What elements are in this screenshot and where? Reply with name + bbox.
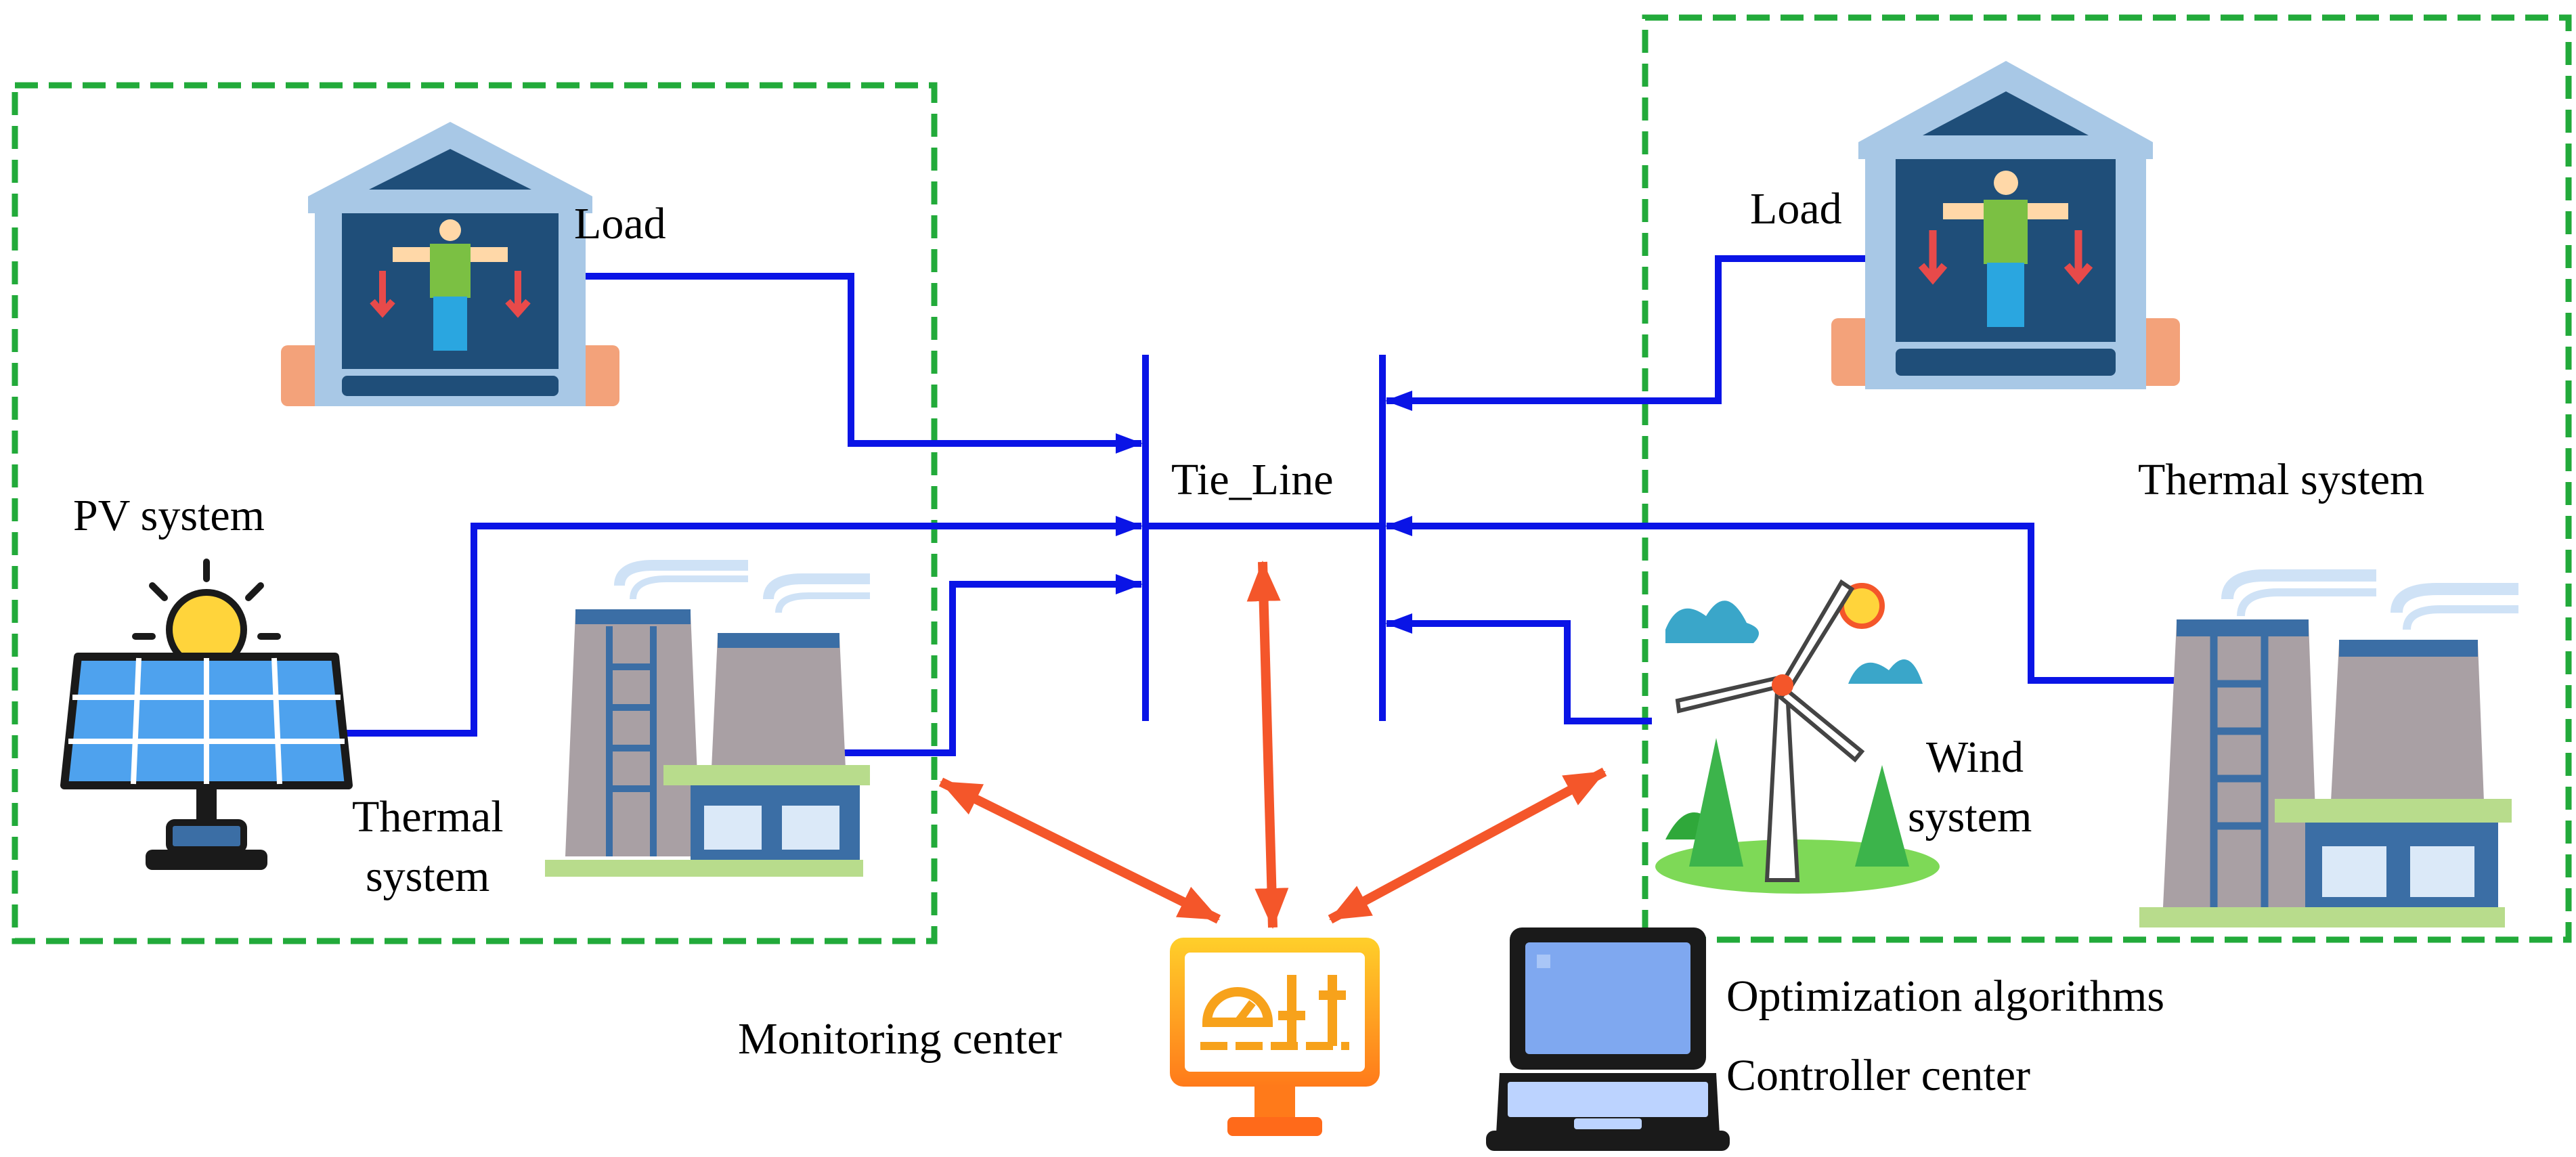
control-arrow-right <box>1328 767 1607 924</box>
control-arrow-center <box>1246 561 1289 929</box>
left-load-label: Load <box>574 199 666 248</box>
left-thermal-label-line1: Thermal <box>352 792 504 842</box>
monitoring-center-label: Monitoring center <box>738 1014 1062 1064</box>
wind-turbine-icon <box>1655 579 1940 894</box>
house-load-icon <box>281 122 619 406</box>
controller-center-label: Controller center <box>1726 1051 2030 1100</box>
thermal-plant-icon <box>2139 569 2518 927</box>
wind-line <box>1385 613 1652 724</box>
right-thermal-line <box>1385 516 2182 684</box>
house-load-icon <box>1831 61 2180 389</box>
control-arrow-left <box>938 777 1221 924</box>
monitor-icon <box>1170 938 1380 1136</box>
pv-system-label: PV system <box>73 491 265 540</box>
wind-system-label-line2: system <box>1908 792 2032 842</box>
thermal-plant-icon <box>545 560 870 877</box>
left-thermal-label-line2: system <box>366 852 489 901</box>
left-load-line <box>528 273 1143 454</box>
right-area-border <box>1642 14 2572 943</box>
solar-panel-icon <box>60 559 353 870</box>
left-thermal-line <box>843 574 1143 756</box>
left-area-border <box>12 82 938 944</box>
wind-system-label-line1: Wind <box>1926 733 2024 782</box>
laptop-icon <box>1486 927 1730 1151</box>
right-load-line <box>1385 255 1889 411</box>
right-load-label: Load <box>1750 184 1842 234</box>
optimization-algorithms-label: Optimization algorithms <box>1726 972 2164 1021</box>
pv-line <box>345 516 1143 737</box>
right-thermal-label: Thermal system <box>2138 455 2424 504</box>
tie-line-label: Tie_Line <box>1171 455 1334 504</box>
